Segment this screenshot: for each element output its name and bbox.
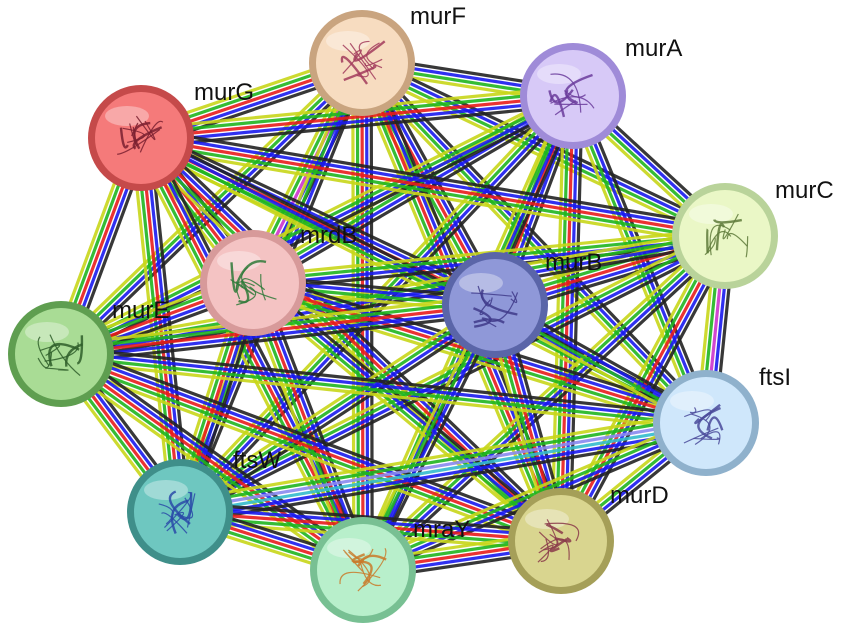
node-mraY[interactable]: mraY bbox=[310, 516, 470, 623]
protein-structure-icon bbox=[37, 334, 84, 377]
edge-line bbox=[569, 95, 706, 426]
edge-line bbox=[563, 94, 580, 543]
edge-line bbox=[559, 234, 727, 543]
node-murB[interactable]: murB bbox=[442, 249, 602, 358]
edge-line bbox=[176, 410, 706, 503]
node-highlight bbox=[525, 509, 569, 529]
edge-line bbox=[143, 128, 501, 299]
edge-line bbox=[137, 145, 726, 247]
edge-line bbox=[56, 356, 362, 576]
edge-line bbox=[179, 428, 709, 521]
protein-structure-icon bbox=[340, 40, 386, 85]
node-highlight bbox=[689, 204, 733, 224]
edge-line bbox=[62, 343, 566, 534]
protein-structure-icon bbox=[117, 115, 164, 155]
edge-line bbox=[140, 131, 728, 234]
edge-line bbox=[57, 59, 363, 354]
edge-line bbox=[177, 414, 707, 507]
edge-line bbox=[554, 94, 571, 543]
edge-line bbox=[54, 56, 359, 351]
node-highlight bbox=[326, 31, 370, 51]
node-highlight bbox=[144, 480, 188, 500]
edge-line bbox=[359, 232, 726, 570]
node-label-murF: murF bbox=[410, 3, 466, 30]
edge-line bbox=[59, 352, 365, 572]
edge-murE-ftsI bbox=[58, 345, 709, 432]
edge-line bbox=[174, 297, 493, 508]
edge-line bbox=[139, 98, 576, 145]
protein-structure-icon bbox=[704, 213, 749, 258]
node-highlight bbox=[105, 106, 149, 126]
node-fill bbox=[679, 190, 771, 282]
edge-line bbox=[139, 94, 575, 140]
edge-line bbox=[145, 129, 569, 536]
edge-line bbox=[179, 501, 564, 534]
node-ftsI[interactable]: ftsI bbox=[653, 364, 791, 476]
node-murC[interactable]: murC bbox=[672, 177, 834, 289]
edge-line bbox=[360, 419, 707, 570]
node-murF[interactable]: murF bbox=[309, 3, 466, 116]
edge-line bbox=[139, 136, 727, 238]
edge-line bbox=[58, 359, 707, 432]
node-label-ftsW: ftsW bbox=[233, 447, 281, 474]
edge-murG-murC bbox=[137, 127, 729, 247]
node-murE[interactable]: murE bbox=[8, 297, 169, 407]
edge-line bbox=[59, 307, 498, 361]
node-highlight bbox=[459, 273, 503, 293]
protein-structure-icon bbox=[548, 73, 595, 118]
edge-line bbox=[254, 100, 579, 291]
edge-line bbox=[139, 136, 182, 514]
node-label-murC: murC bbox=[775, 177, 834, 204]
node-fill bbox=[207, 237, 299, 329]
node-label-murE: murE bbox=[112, 297, 169, 324]
edge-line bbox=[61, 348, 565, 539]
node-label-murA: murA bbox=[625, 35, 682, 62]
edge-line bbox=[175, 228, 724, 508]
node-label-ftsI: ftsI bbox=[759, 364, 791, 391]
edge-line bbox=[60, 345, 709, 418]
edge-line bbox=[59, 350, 708, 423]
protein-structure-icon bbox=[230, 260, 277, 306]
edge-line bbox=[178, 419, 708, 512]
protein-structure-icon bbox=[537, 519, 580, 563]
edge-line bbox=[252, 279, 565, 541]
edge-line bbox=[138, 140, 726, 243]
node-label-murG: murG bbox=[194, 79, 254, 106]
node-murA[interactable]: murA bbox=[520, 35, 682, 149]
node-label-mraY: mraY bbox=[413, 516, 470, 543]
edge-line bbox=[131, 140, 357, 576]
edge-line bbox=[178, 423, 708, 516]
protein-structure-icon bbox=[158, 490, 196, 534]
edge-line bbox=[563, 236, 731, 545]
node-ftsW[interactable]: ftsW bbox=[127, 447, 281, 565]
node-label-mrdB: mrdB bbox=[300, 222, 357, 249]
node-label-murB: murB bbox=[545, 249, 602, 276]
protein-structure-icon bbox=[683, 403, 724, 445]
node-fill bbox=[449, 259, 541, 351]
edge-line bbox=[567, 238, 735, 547]
node-mrdB[interactable]: mrdB bbox=[200, 222, 357, 336]
node-fill bbox=[660, 377, 752, 469]
protein-structure-icon bbox=[471, 285, 519, 328]
node-murG[interactable]: murG bbox=[88, 79, 254, 191]
node-layer: murF murA murG murC mrdB murB murE ftsI ftsW murD… bbox=[8, 3, 834, 623]
node-murD[interactable]: murD bbox=[508, 482, 669, 594]
protein-structure-icon bbox=[339, 547, 387, 592]
node-highlight bbox=[670, 391, 714, 411]
node-highlight bbox=[25, 322, 69, 342]
edge-ftsI-ftsW bbox=[176, 410, 710, 525]
edge-line bbox=[59, 354, 708, 427]
node-label-murD: murD bbox=[610, 482, 669, 509]
edge-line bbox=[140, 127, 729, 229]
edge-line bbox=[177, 232, 726, 512]
edge-line bbox=[59, 352, 563, 543]
node-highlight bbox=[327, 538, 371, 558]
